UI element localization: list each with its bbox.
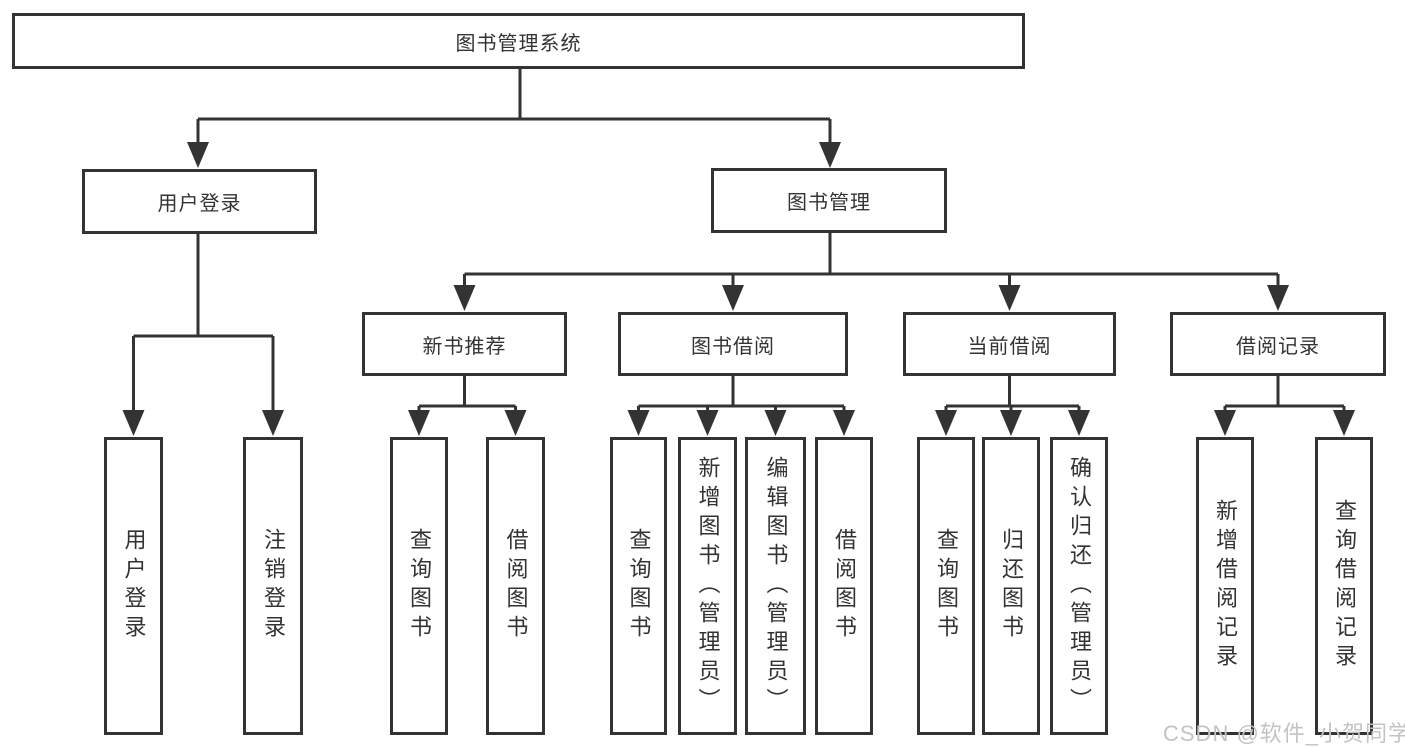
node-borrow-records: 借阅记录: [1170, 312, 1386, 376]
leaf-query-borrow-record: 查询借阅记录: [1315, 437, 1373, 735]
leaf-edit-books-admin: 编辑图书（管理员）: [745, 437, 806, 735]
node-user-login: 用户登录: [82, 169, 317, 234]
leaf-add-borrow-record: 新增借阅记录: [1196, 437, 1254, 735]
leaf-borrow-query-books: 查询图书: [610, 437, 667, 735]
leaf-borrow-books: 借阅图书: [815, 437, 873, 735]
node-current-borrow: 当前借阅: [903, 312, 1116, 376]
leaf-confirm-return-admin: 确认归还（管理员）: [1050, 437, 1108, 735]
leaf-return-books: 归还图书: [982, 437, 1040, 735]
arrowheads: [122, 142, 1355, 436]
leaf-recommend-query-books: 查询图书: [390, 437, 448, 735]
leaf-logout: 注销登录: [243, 437, 303, 735]
leaf-add-books-admin: 新增图书（管理员）: [678, 437, 737, 735]
node-book-borrow: 图书借阅: [618, 312, 848, 376]
csdn-watermark: CSDN @软件_小贺同学: [1163, 721, 1405, 746]
node-root-library-system: 图书管理系统: [12, 13, 1025, 69]
node-new-book-recommend: 新书推荐: [362, 312, 567, 376]
leaf-recommend-borrow-books: 借阅图书: [486, 437, 545, 735]
leaf-current-query-books: 查询图书: [917, 437, 975, 735]
leaf-user-login: 用户登录: [104, 437, 163, 735]
node-book-management: 图书管理: [711, 168, 947, 233]
